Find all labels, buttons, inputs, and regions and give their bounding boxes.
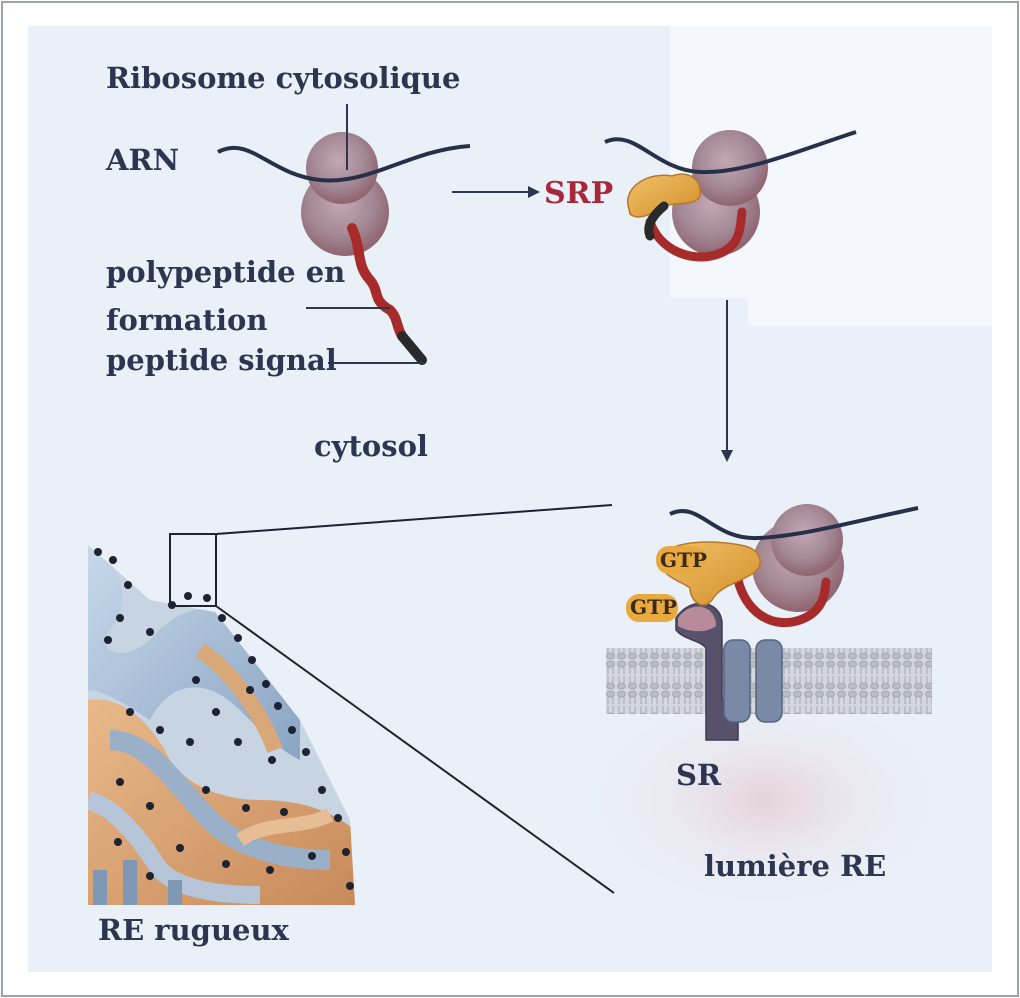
translocon	[723, 639, 783, 723]
nascent-polypeptide-2	[645, 207, 747, 262]
gtp-capsule-top	[656, 546, 706, 574]
nascent-polypeptide-3	[733, 575, 831, 628]
zoom-line-top	[215, 504, 613, 535]
cytosol-label: cytosol	[314, 429, 428, 463]
polypeptide-label-line2: formation	[106, 303, 267, 337]
zoom-box	[169, 533, 217, 607]
mrna-strand-2	[604, 130, 857, 175]
gtp-label-bottom: GTP	[630, 595, 677, 619]
zoom-line-bottom	[215, 605, 615, 894]
mrna-strand-1	[217, 144, 471, 183]
signal-peptide-label: peptide signal	[106, 343, 337, 377]
arrow-to-srp	[452, 186, 540, 198]
receptor-head	[678, 606, 716, 632]
gtp-capsule-bottom	[626, 594, 678, 622]
er-lumen-label: lumière RE	[704, 849, 886, 883]
ribosome-label: Ribosome cytosolique	[106, 61, 460, 95]
er-lumen-glow	[600, 700, 930, 900]
light-strip	[748, 298, 992, 326]
sr-label: SR	[676, 758, 722, 792]
ribosome-dots	[94, 548, 354, 890]
signal-peptide-segment	[397, 331, 427, 365]
free-ribosome	[301, 132, 389, 256]
nascent-polypeptide-1	[347, 223, 407, 341]
srp-label: SRP	[544, 176, 613, 211]
polypeptide-label-line1: polypeptide en	[106, 255, 345, 289]
srp-bound-signal	[644, 201, 669, 241]
mrna-strand-3	[669, 506, 919, 541]
gtp-label-top: GTP	[660, 548, 707, 572]
srp-receptor	[675, 602, 739, 741]
rough-er-label: RE rugueux	[98, 913, 290, 947]
arrow-to-membrane	[721, 300, 733, 462]
arn-label: ARN	[105, 143, 179, 177]
